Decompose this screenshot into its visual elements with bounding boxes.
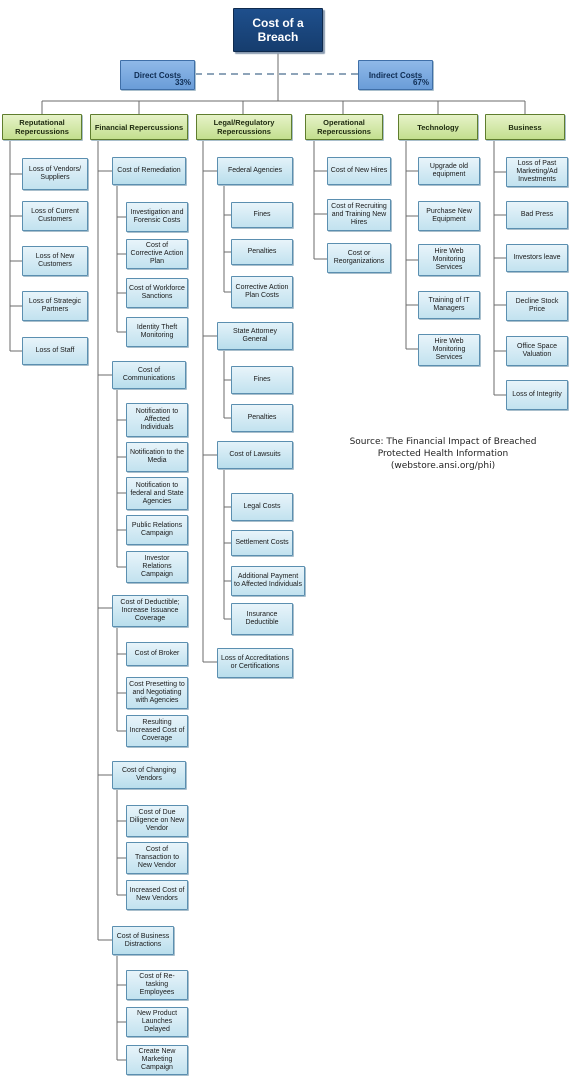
business-item: Decline Stock Price (506, 291, 568, 321)
direct-costs-node: Direct Costs 33% (120, 60, 195, 90)
state-item: Fines (231, 366, 293, 394)
business-item: Investors leave (506, 244, 568, 272)
category-operational: Operational Repercussions (305, 114, 383, 140)
remediation-item: Identity Theft Monitoring (126, 317, 188, 347)
indirect-costs-node: Indirect Costs 67% (358, 60, 433, 90)
vendors-item: Cost of Transaction to New Vendor (126, 842, 188, 874)
remediation-item: Cost of Workforce Sanctions (126, 278, 188, 308)
vendors-item: Cost of Due Diligence on New Vendor (126, 805, 188, 837)
lawsuits-item: Legal Costs (231, 493, 293, 521)
business-item: Office Space Valuation (506, 336, 568, 366)
category-reputational: Reputational Repercussions (2, 114, 82, 140)
business-item: Bad Press (506, 201, 568, 229)
operational-item: Cost of New Hires (327, 157, 391, 185)
business-item: Loss of Past Marketing/Ad Investments (506, 157, 568, 187)
reputational-item: Loss of New Customers (22, 246, 88, 276)
communications-item: Notification to Affected Individuals (126, 403, 188, 437)
technology-item: Hire Web Monitoring Services (418, 334, 480, 366)
indirect-costs-percent: 67% (412, 78, 429, 87)
lawsuits-item: Settlement Costs (231, 530, 293, 556)
category-financial: Financial Repercussions (90, 114, 188, 140)
state-item: Penalties (231, 404, 293, 432)
technology-item: Training of IT Managers (418, 291, 480, 319)
remediation-item: Cost of Corrective Action Plan (126, 239, 188, 269)
direct-costs-percent: 33% (174, 78, 191, 87)
deductible-item: Resulting Increased Cost of Coverage (126, 715, 188, 747)
distractions-item: New Product Launches Delayed (126, 1007, 188, 1037)
legal-federal: Federal Agencies (217, 157, 293, 185)
deductible-item: Cost Presetting to and Negotiating with … (126, 677, 188, 709)
communications-item: Notification to federal and State Agenci… (126, 477, 188, 510)
financial-communications: Cost of Communications (112, 361, 186, 389)
legal-state: State Attorney General (217, 322, 293, 350)
federal-item: Corrective Action Plan Costs (231, 276, 293, 308)
legal-lawsuits: Cost of Lawsuits (217, 441, 293, 469)
financial-distractions: Cost of Business Distractions (112, 926, 174, 955)
operational-item: Cost or Reorganizations (327, 243, 391, 273)
distractions-item: Create New Marketing Campaign (126, 1045, 188, 1075)
root-node: Cost of a Breach (233, 8, 323, 52)
reputational-item: Loss of Current Customers (22, 201, 88, 231)
reputational-item: Loss of Strategic Partners (22, 291, 88, 321)
lawsuits-item: Insurance Deductible (231, 603, 293, 635)
technology-item: Purchase New Equipment (418, 201, 480, 231)
communications-item: Investor Relations Campaign (126, 551, 188, 583)
legal-accreditations: Loss of Accreditations or Certifications (217, 648, 293, 678)
communications-item: Public Relations Campaign (126, 515, 188, 545)
source-note: Source: The Financial Impact of Breached… (349, 437, 537, 471)
technology-item: Hire Web Monitoring Services (418, 244, 480, 276)
financial-deductible: Cost of Deductible; Increase Issuance Co… (112, 595, 188, 627)
financial-vendors: Cost of Changing Vendors (112, 761, 186, 789)
reputational-item: Loss of Vendors/ Suppliers (22, 158, 88, 190)
vendors-item: Increased Cost of New Vendors (126, 880, 188, 910)
lawsuits-item: Additional Payment to Affected Individua… (231, 566, 305, 596)
communications-item: Notification to the Media (126, 442, 188, 472)
direct-costs-label: Direct Costs (133, 70, 182, 80)
federal-item: Fines (231, 202, 293, 228)
remediation-item: Investigation and Forensic Costs (126, 202, 188, 232)
reputational-item: Loss of Staff (22, 337, 88, 365)
financial-remediation: Cost of Remediation (112, 157, 186, 185)
category-business: Business (485, 114, 565, 140)
category-technology: Technology (398, 114, 478, 140)
category-legal: Legal/Regulatory Repercussions (196, 114, 292, 140)
indirect-costs-label: Indirect Costs (368, 70, 423, 80)
distractions-item: Cost of Re-tasking Employees (126, 970, 188, 1000)
technology-item: Upgrade old equipment (418, 157, 480, 185)
deductible-item: Cost of Broker (126, 642, 188, 666)
federal-item: Penalties (231, 239, 293, 265)
business-item: Loss of Integrity (506, 380, 568, 410)
operational-item: Cost of Recruiting and Training New Hire… (327, 199, 391, 231)
